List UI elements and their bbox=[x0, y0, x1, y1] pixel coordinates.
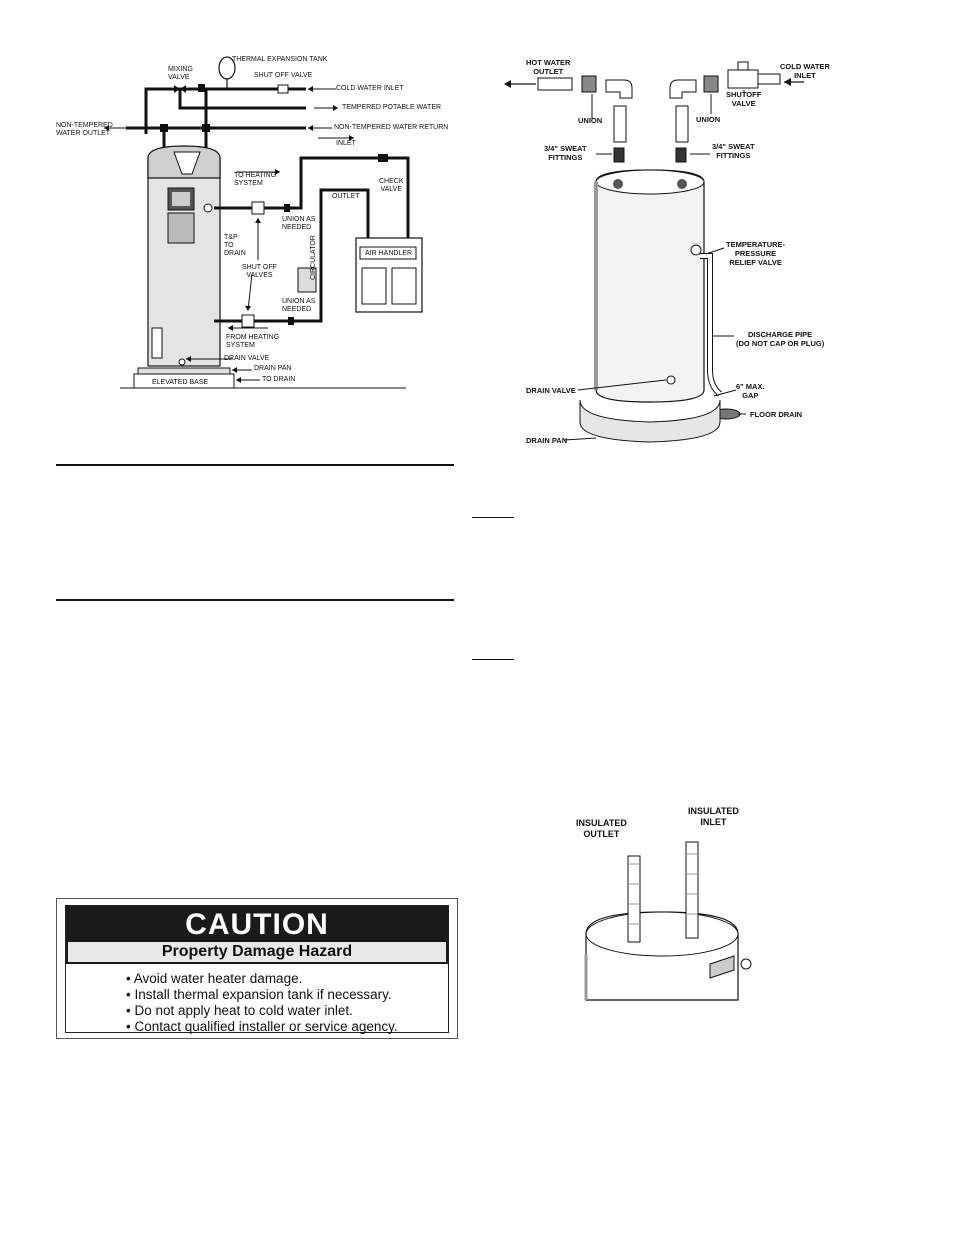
label-non-tempered-water-return: NON-TEMPERED WATER RETURN bbox=[334, 124, 449, 131]
heating-installation-drawing bbox=[104, 56, 423, 389]
label-drain-valve: DRAIN VALVE bbox=[224, 355, 270, 362]
label-shutoff-valve: SHUTOFF VALVE bbox=[726, 90, 762, 108]
label-to-drain: TO DRAIN bbox=[262, 376, 296, 383]
caution-header: CAUTION Property Damage Hazard bbox=[66, 906, 448, 964]
label-cold-water-inlet-right: COLD WATER INLET bbox=[780, 62, 830, 80]
label-from-heating-system: FROM HEATING SYSTEM bbox=[226, 334, 280, 349]
label-union-right: UNION bbox=[696, 115, 721, 124]
piping-connections-drawing bbox=[504, 61, 804, 443]
label-drain-pan: DRAIN PAN bbox=[254, 365, 292, 372]
label-sweat-fittings-left: 3/4" SWEAT FITTINGS bbox=[544, 144, 587, 162]
caution-list: • Avoid water heater damage. • Install t… bbox=[126, 971, 398, 1035]
caution-panel: CAUTION Property Damage Hazard • Avoid w… bbox=[65, 905, 449, 1035]
figure-insulated-pipes: INSULATED OUTLET INSULATED INLET bbox=[570, 804, 770, 1004]
label-union-left: UNION bbox=[578, 116, 603, 125]
label-elevated-base: ELEVATED BASE bbox=[152, 379, 209, 386]
caution-item: • Do not apply heat to cold water inlet. bbox=[126, 1003, 353, 1018]
label-insulated-outlet: INSULATED OUTLET bbox=[576, 818, 627, 839]
label-tp-to-drain: T&P TO DRAIN bbox=[224, 234, 246, 257]
label-circulator: CIRCULATOR bbox=[310, 235, 317, 280]
figure-piping-connections: HOT WATER OUTLET UNION UNION SHUTOFF VAL… bbox=[500, 50, 850, 460]
caution-item: • Install thermal expansion tank if nece… bbox=[126, 987, 392, 1002]
figure-heating-installation: THERMAL EXPANSION TANK MIXING VALVE SHUT… bbox=[56, 48, 466, 398]
label-hot-water-outlet: HOT WATER OUTLET bbox=[526, 58, 571, 76]
label-outlet: OUTLET bbox=[332, 193, 360, 200]
short-rule-2 bbox=[472, 659, 514, 660]
label-tempered-potable-water: TEMPERED POTABLE WATER bbox=[342, 104, 442, 111]
label-union-as-needed-upper: UNION AS NEEDED bbox=[282, 216, 316, 231]
caution-item: • Contact qualified installer or service… bbox=[126, 1019, 398, 1034]
label-shut-off-valve: SHUT OFF VALVE bbox=[254, 72, 313, 79]
insulated-pipes-drawing bbox=[584, 841, 752, 1001]
caution-item: • Avoid water heater damage. bbox=[126, 971, 303, 986]
label-insulated-inlet: INSULATED INLET bbox=[688, 806, 739, 827]
label-gap: 6" MAX. GAP bbox=[736, 382, 765, 400]
label-shut-off-valves: SHUT OFF VALVES bbox=[242, 264, 277, 279]
label-sweat-fittings-right: 3/4" SWEAT FITTINGS bbox=[712, 142, 755, 160]
caution-box: CAUTION Property Damage Hazard • Avoid w… bbox=[56, 898, 458, 1039]
label-discharge-pipe: DISCHARGE PIPE (DO NOT CAP OR PLUG) bbox=[736, 330, 825, 348]
short-rule-1 bbox=[472, 517, 514, 518]
label-air-handler: AIR HANDLER bbox=[365, 250, 413, 257]
label-check-valve: CHECK VALVE bbox=[379, 178, 404, 193]
label-drain-pan-right: DRAIN PAN bbox=[526, 436, 568, 445]
label-to-heating-system: TO HEATING SYSTEM bbox=[234, 172, 277, 187]
caution-title: CAUTION bbox=[185, 908, 329, 941]
label-union-as-needed-lower: UNION AS NEEDED bbox=[282, 298, 316, 313]
label-cold-water-inlet: COLD WATER INLET bbox=[336, 85, 404, 92]
caution-subtitle-bar: Property Damage Hazard bbox=[68, 942, 446, 962]
label-non-tempered-water-outlet: NON-TEMPERED WATER OUTLET bbox=[56, 122, 113, 137]
section-rule-2 bbox=[56, 599, 454, 601]
label-drain-valve-right: DRAIN VALVE bbox=[526, 386, 576, 395]
label-tp-relief-valve: TEMPERATURE- PRESSURE RELIEF VALVE bbox=[726, 240, 786, 267]
label-mixing-valve: MIXING VALVE bbox=[168, 66, 193, 81]
section-rule-1 bbox=[56, 464, 454, 466]
label-thermal-expansion-tank: THERMAL EXPANSION TANK bbox=[232, 56, 328, 63]
label-inlet: INLET bbox=[336, 140, 356, 147]
caution-subtitle: Property Damage Hazard bbox=[161, 943, 353, 960]
label-floor-drain: FLOOR DRAIN bbox=[750, 410, 803, 419]
